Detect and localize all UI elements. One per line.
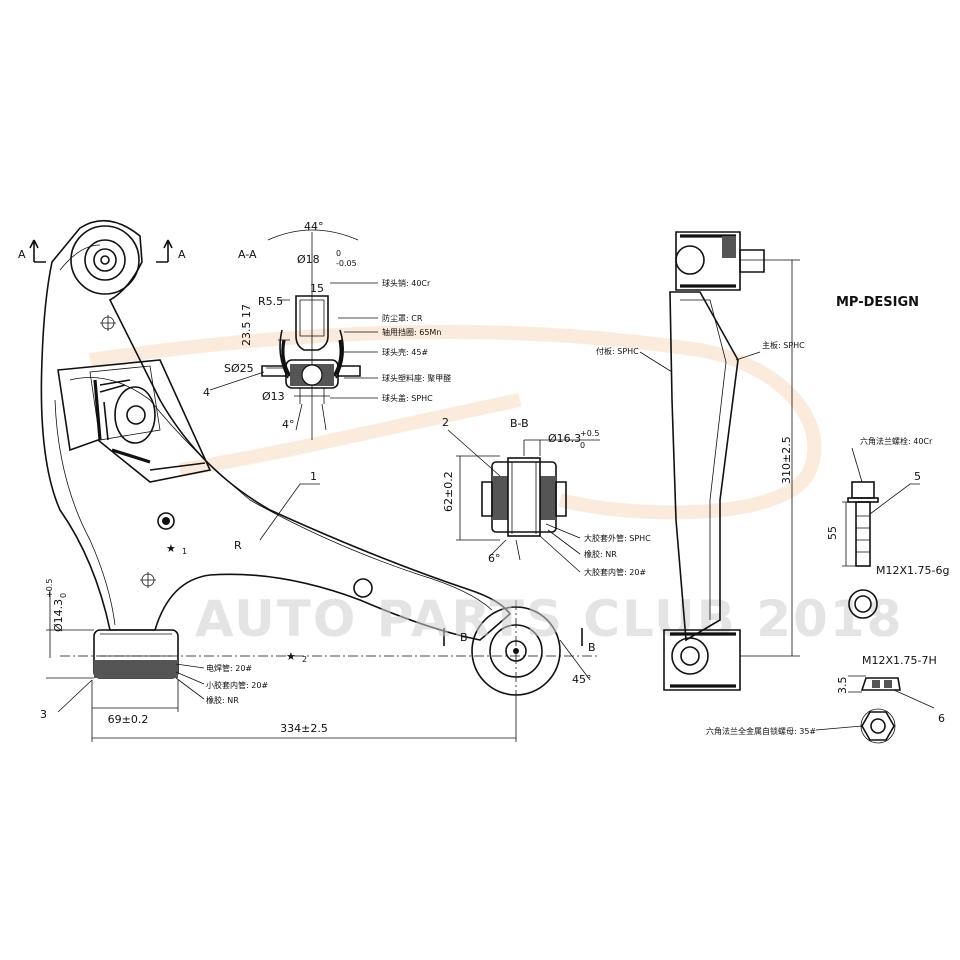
ball-joint-note-2: 轴用挡圈: 65Mn (382, 327, 441, 337)
section-b-b-label: B-B (510, 417, 529, 430)
ball-joint-note-4: 球头塑料座: 聚甲醛 (382, 373, 451, 383)
part-number-1: 1 (310, 470, 317, 483)
ball-joint-dia18-tol-lower: -0.05 (336, 259, 357, 268)
bushing-dia163: Ø16.3 (548, 432, 581, 445)
ball-joint-note-3: 球头壳: 45# (382, 347, 428, 357)
bolt-note: 六角法兰螺栓: 40Cr (860, 436, 933, 446)
bushing-note-0: 大胶套外管: SPHC (584, 533, 651, 543)
section-a-right-label: A (178, 248, 186, 261)
control-arm-plan-view (29, 219, 600, 742)
ball-joint-angle-bottom: 4° (282, 418, 295, 431)
section-a-a-label: A-A (238, 248, 257, 261)
bushing-dia163-tol-upper: +0.5 (580, 429, 599, 438)
side-view-height: 310±2.5 (780, 436, 793, 484)
overall-length-dim: 334±2.5 (280, 722, 328, 735)
part-number-4: 4 (203, 386, 210, 399)
star-marker-1-number: 1 (182, 547, 187, 556)
part-number-2: 2 (442, 416, 449, 429)
ball-joint-d235: 23.5 (240, 322, 253, 347)
ball-joint-section (209, 229, 378, 440)
angle-45-label: 45° (572, 673, 592, 686)
ball-joint-note-5: 球头盖: SPHC (382, 393, 433, 403)
part-number-5: 5 (914, 470, 921, 483)
part-number-6: 6 (938, 712, 945, 725)
bushing-note-1: 橡胶: NR (584, 549, 617, 559)
control-arm-side-view (639, 231, 800, 691)
side-view-note-0: 付板: SPHC (596, 346, 639, 356)
radius-marker: R (234, 539, 242, 552)
background-ghost-shape (89, 324, 822, 520)
small-bushing-note-2: 橡胶: NR (206, 695, 239, 705)
bushing-section (447, 429, 600, 573)
small-bushing-dia-dim: Ø14.3 (52, 599, 65, 632)
ball-joint-d17: 17 (240, 304, 253, 318)
bushing-dia163-tol-lower: 0 (580, 441, 585, 450)
nut-thread: M12X1.75-7H (862, 654, 937, 667)
star-marker-1-glyph: ★ (166, 542, 176, 555)
part-number-3: 3 (40, 708, 47, 721)
bushing-h62: 62±0.2 (442, 471, 455, 512)
side-view-note-1: 主板: SPHC (762, 340, 805, 350)
small-bushing-dia-tol-upper: +0.5 (45, 579, 54, 598)
star-marker-2-number: 2 (302, 655, 307, 664)
ball-joint-dia18: Ø18 (297, 253, 320, 266)
small-bushing-width-dim: 69±0.2 (108, 713, 149, 726)
ball-joint-s25: SØ25 (224, 362, 254, 375)
flange-bolt (842, 447, 920, 619)
nut-height: 3.5 (836, 677, 849, 695)
small-bushing-dia-tol-lower: 0 (59, 593, 68, 598)
small-bushing-note-1: 小胶套内管: 20# (206, 680, 268, 690)
small-bushing-note-0: 电焊管: 20# (206, 663, 252, 673)
flange-nut (815, 675, 935, 744)
bolt-length: 55 (826, 526, 839, 540)
bushing-angle: 6° (488, 552, 501, 565)
ball-joint-dia18-tol-upper: 0 (336, 249, 341, 258)
section-b-right-label: B (588, 641, 596, 654)
section-b-left-label: B (460, 631, 468, 644)
brand-label: MP-DESIGN (836, 295, 919, 310)
ball-joint-r55: R5.5 (258, 295, 283, 308)
ball-joint-note-1: 防尘罩: CR (382, 313, 423, 323)
watermark-text: AUTO PARTS CLUB 2018 (195, 590, 903, 648)
background-ghost-stroke (178, 393, 522, 477)
ball-joint-note-0: 球头销: 40Cr (382, 278, 431, 288)
nut-note: 六角法兰全金属自锁螺母: 35# (706, 726, 816, 736)
section-a-left-label: A (18, 248, 26, 261)
ball-joint-angle-top: 44° (304, 220, 324, 233)
ball-joint-d15: 15 (310, 282, 324, 295)
ball-joint-d13: Ø13 (262, 390, 285, 403)
star-marker-2-glyph: ★ (286, 650, 296, 663)
bushing-note-2: 大胶套内管: 20# (584, 567, 646, 577)
bolt-thread: M12X1.75-6g (876, 564, 949, 577)
